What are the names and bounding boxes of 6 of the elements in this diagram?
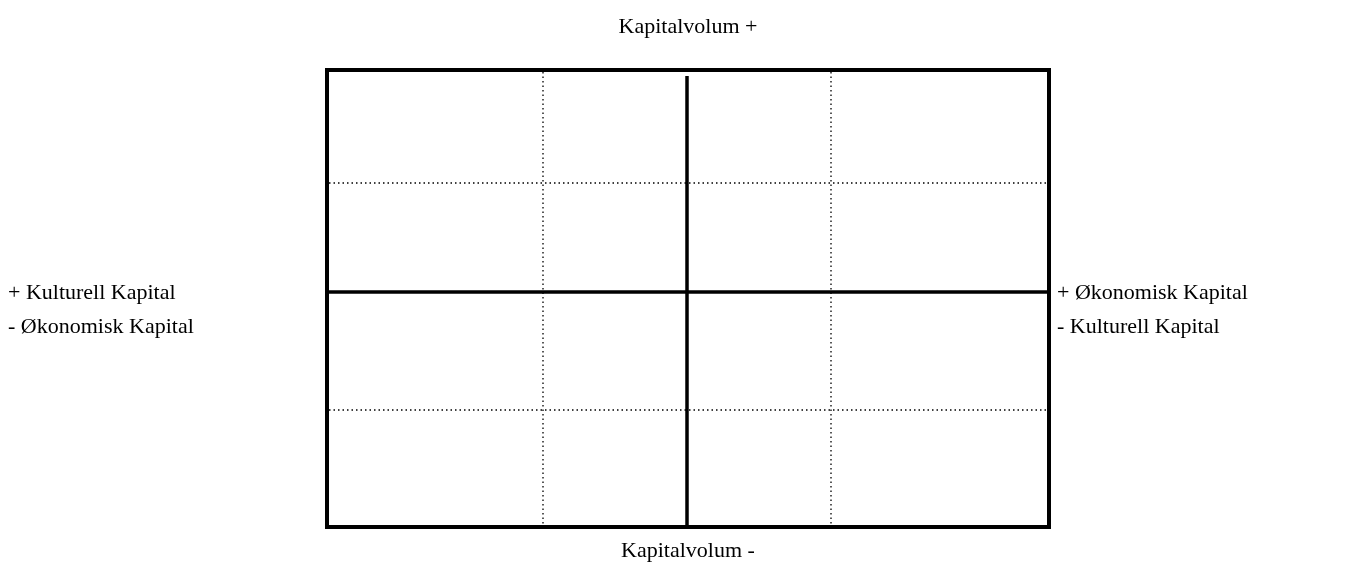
axis-label: - Kulturell Kapital [1057, 312, 1220, 340]
axis-label: - Økonomisk Kapital [8, 312, 194, 340]
axis-label: + Kulturell Kapital [8, 278, 176, 306]
axis-label: + Økonomisk Kapital [1057, 278, 1248, 306]
axis-label: Kapitalvolum + [618, 12, 758, 40]
axis-label: Kapitalvolum - [621, 536, 755, 564]
